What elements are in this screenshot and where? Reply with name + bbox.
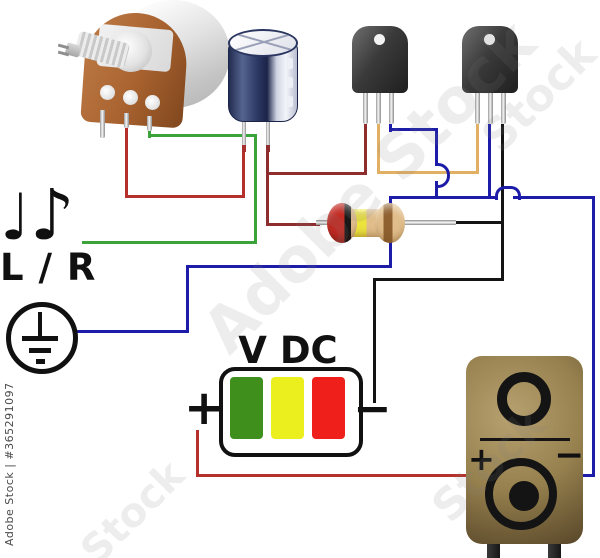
- wire-blue-segment: [435, 128, 438, 166]
- meter-bar-red: [312, 377, 345, 439]
- wire-red-segment: [125, 127, 128, 198]
- speaker-woofer-cone: [509, 481, 539, 511]
- wire-blue-segment: [488, 124, 491, 199]
- meter-plus-sign: +: [184, 380, 225, 436]
- wire-blue-segment: [186, 265, 189, 333]
- transistor-hole: [484, 34, 495, 45]
- wire-red-segment: [125, 195, 245, 198]
- wire-green-segment: [148, 134, 257, 137]
- wire-darkred-segment: [364, 124, 367, 175]
- potentiometer-rivet: [123, 90, 138, 105]
- capacitor-leg-tip: [242, 145, 246, 152]
- wire-blue-segment: [389, 196, 497, 199]
- wire-blue-hop-over-orange: [435, 163, 450, 188]
- resistor-lead-right: [402, 220, 456, 225]
- wire-blue-segment: [186, 265, 392, 268]
- transistor-leg: [501, 92, 506, 124]
- potentiometer-rivet: [100, 85, 115, 100]
- speaker-plus-sign: +: [468, 440, 495, 478]
- wire-blue-hop-over-black: [495, 186, 521, 200]
- capacitor-leg: [266, 118, 270, 146]
- capacitor-leg: [242, 118, 246, 146]
- wire-orange-segment: [476, 124, 479, 174]
- wire-black-segment: [373, 278, 376, 403]
- transistor-leg: [475, 92, 480, 124]
- capacitor-stripe-dash: [286, 77, 293, 88]
- wire-darkred-segment: [266, 172, 367, 175]
- watermark-side-id: Adobe Stock | #365291097: [3, 382, 16, 546]
- quarter-note-icon: ♩: [0, 181, 31, 255]
- wire-blue-segment: [435, 181, 438, 199]
- transistor-leg: [363, 92, 368, 124]
- channel-label: L / R: [0, 246, 97, 289]
- wire-orange-segment: [377, 124, 380, 174]
- wire-darkred-segment: [266, 223, 320, 226]
- capacitor-top: [228, 29, 298, 57]
- wire-black-segment: [501, 124, 504, 281]
- meter-minus-sign: −: [353, 381, 392, 435]
- potentiometer-rivet: [145, 95, 160, 110]
- transistor-leg: [376, 92, 381, 124]
- transistor-leg: [488, 92, 493, 124]
- meter-bar-yellow: [271, 377, 304, 439]
- ground-bar: [22, 336, 58, 341]
- wire-blue-segment: [592, 196, 595, 477]
- speaker-minus-sign: −: [554, 435, 585, 476]
- potentiometer-leg: [147, 116, 152, 131]
- capacitor-leg-tip: [266, 145, 270, 152]
- ground-bar: [29, 348, 51, 353]
- wire-darkred-segment: [266, 150, 269, 226]
- resistor-lead-left: [316, 220, 332, 225]
- resistor-bulge-right: [375, 203, 405, 243]
- speaker-tweeter-ring: [497, 372, 551, 426]
- speaker-woofer-ring: [485, 458, 557, 530]
- meter-title: V DC: [238, 329, 338, 372]
- speaker-leg: [548, 543, 561, 558]
- wire-red-segment: [196, 474, 467, 477]
- transistor-hole: [374, 34, 385, 45]
- ground-bar: [36, 359, 45, 364]
- wire-blue-segment: [76, 330, 189, 333]
- transistor-leg: [389, 92, 394, 124]
- ground-stem: [38, 312, 42, 338]
- capacitor-stripe-dash: [286, 58, 293, 69]
- meter-bar-green: [230, 377, 263, 439]
- wire-black-segment: [373, 278, 504, 281]
- capacitor-stripe-dash: [286, 96, 293, 107]
- wire-blue-segment: [581, 474, 595, 477]
- watermark-diagonal: Stock: [72, 452, 194, 558]
- wire-green-segment: [82, 241, 257, 244]
- resistor-bulge-left: [327, 203, 357, 243]
- wire-orange-segment: [377, 171, 479, 174]
- wire-red-segment: [196, 430, 199, 477]
- wire-blue-segment: [389, 128, 438, 131]
- wire-green-segment: [254, 134, 257, 244]
- eighth-note-icon: ♪: [30, 174, 75, 256]
- potentiometer-leg: [100, 110, 105, 138]
- speaker-leg: [487, 543, 500, 558]
- wire-black-segment: [454, 221, 504, 224]
- potentiometer-leg: [124, 113, 129, 128]
- wire-red-segment: [242, 150, 245, 198]
- wire-blue-segment: [513, 196, 595, 199]
- speaker-divider-line: [480, 438, 570, 441]
